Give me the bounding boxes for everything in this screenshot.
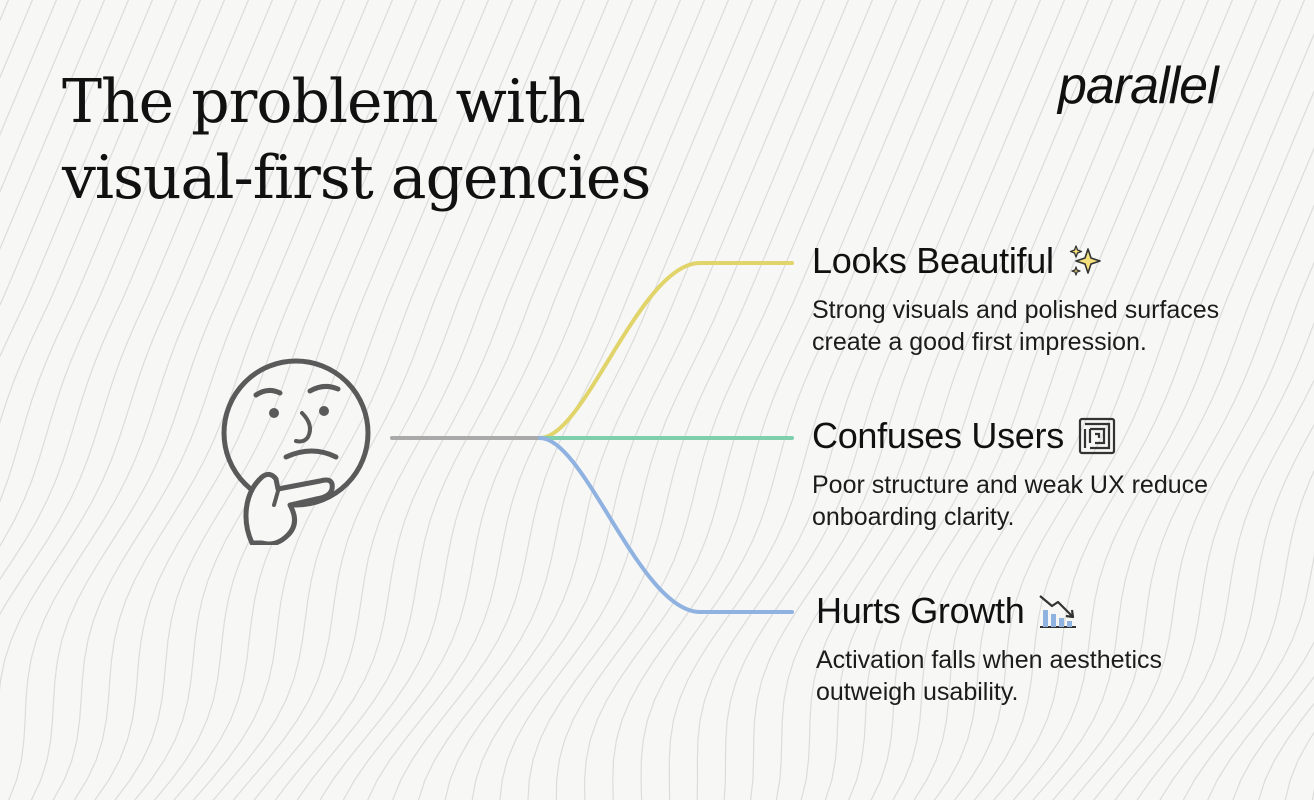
chart-decreasing-icon — [1039, 595, 1077, 628]
item-description: Poor structure and weak UX reduce onboar… — [812, 471, 1209, 531]
branch-hurts-growth — [538, 436, 794, 614]
item-description: Activation falls when aesthetics outweig… — [816, 646, 1163, 706]
item-description: Strong visuals and polished surfaces cre… — [812, 296, 1220, 356]
title-line-2: visual-first agencies — [62, 143, 651, 213]
item-title: Hurts Growth — [816, 590, 1025, 631]
maze-icon — [1078, 417, 1116, 455]
item-title: Confuses Users — [812, 415, 1064, 456]
item-title: Looks Beautiful — [812, 240, 1054, 281]
branch-looks-beautiful — [538, 261, 794, 440]
page-title: The problem with visual-first agencies — [62, 64, 651, 216]
item-hurts-growth: Hurts Growth Activation falls when aesth… — [816, 590, 1256, 708]
title-line-1: The problem with — [62, 67, 586, 137]
item-confuses-users: Confuses Users Poor structure and weak U… — [812, 415, 1252, 533]
thinking-face-icon — [221, 358, 371, 545]
sparkles-icon — [1069, 245, 1101, 276]
brand-logo: parallel — [1058, 57, 1219, 115]
item-looks-beautiful: Looks Beautiful Strong visuals and polis… — [812, 240, 1252, 358]
